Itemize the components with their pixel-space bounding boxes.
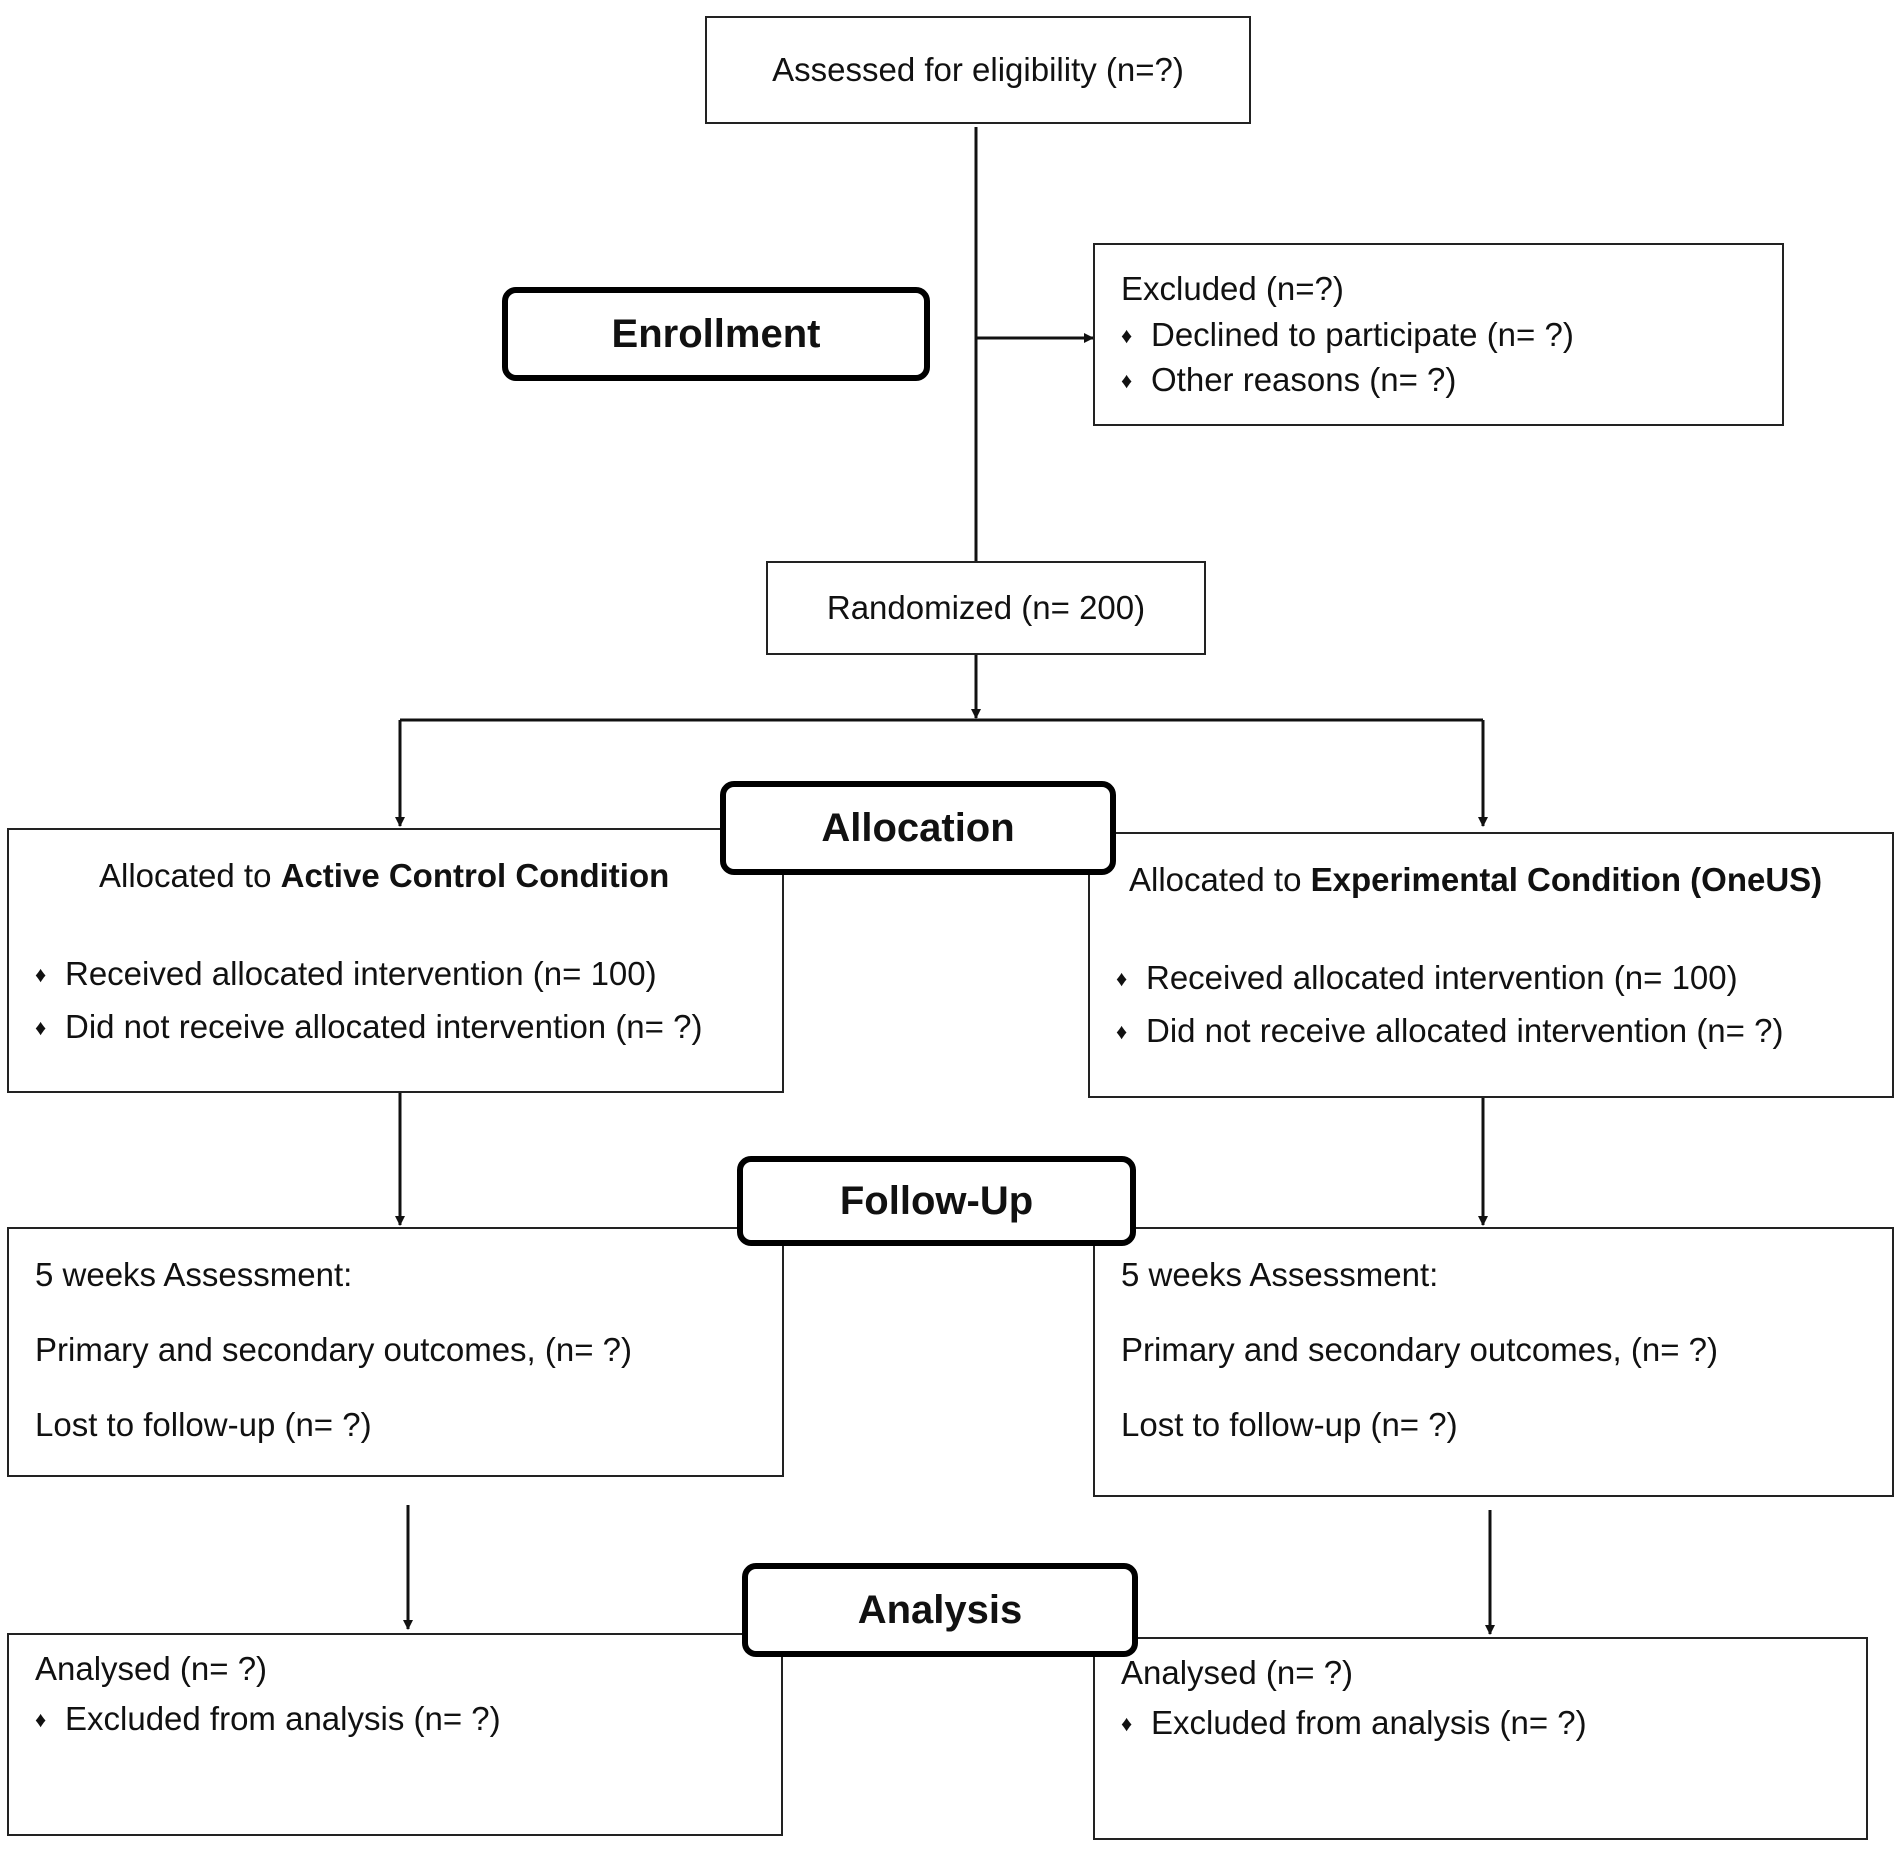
allocation-right-item: ♦Did not receive allocated intervention … (1116, 1011, 1783, 1052)
excluded-box: Excluded (n=?) ♦Declined to participate … (1093, 243, 1784, 426)
allocation-right-item: ♦Received allocated intervention (n= 100… (1116, 958, 1738, 999)
allocation-stage-label: Allocation (720, 781, 1116, 875)
bullet-icon: ♦ (35, 1707, 47, 1732)
assessed-text: Assessed for eligibility (n=?) (772, 51, 1184, 88)
followup-left-box: 5 weeks Assessment: Primary and secondar… (7, 1227, 784, 1477)
randomized-box: Randomized (n= 200) (766, 561, 1206, 655)
followup-left-lost: Lost to follow-up (n= ?) (35, 1406, 372, 1443)
allocation-right-box: Allocated to Experimental Condition (One… (1088, 832, 1894, 1098)
followup-left-outcomes: Primary and secondary outcomes, (n= ?) (35, 1331, 633, 1368)
enrollment-stage-text: Enrollment (611, 311, 821, 356)
analysis-stage-text: Analysis (857, 1587, 1023, 1632)
analysis-left-excluded: ♦Excluded from analysis (n= ?) (35, 1699, 501, 1740)
followup-left-heading: 5 weeks Assessment: (35, 1256, 353, 1293)
analysis-left-analysed: Analysed (n= ?) (35, 1650, 268, 1687)
excluded-item: ♦Other reasons (n= ?) (1121, 360, 1456, 401)
allocation-right-heading: Allocated to Experimental Condition (One… (1129, 861, 1823, 898)
bullet-icon: ♦ (35, 1015, 47, 1040)
bullet-icon: ♦ (35, 962, 47, 987)
bullet-icon: ♦ (1121, 368, 1133, 393)
allocation-stage-text: Allocation (821, 805, 1015, 850)
allocation-left-heading: Allocated to Active Control Condition (99, 857, 670, 894)
followup-stage-text: Follow-Up (839, 1178, 1034, 1223)
analysis-right-excluded: ♦Excluded from analysis (n= ?) (1121, 1703, 1587, 1744)
bullet-icon: ♦ (1121, 323, 1133, 348)
allocation-left-item: ♦Received allocated intervention (n= 100… (35, 954, 657, 995)
followup-right-box: 5 weeks Assessment: Primary and secondar… (1093, 1227, 1894, 1497)
randomized-text: Randomized (n= 200) (826, 589, 1146, 626)
followup-right-lost: Lost to follow-up (n= ?) (1121, 1406, 1458, 1443)
excluded-title: Excluded (n=?) (1121, 270, 1344, 307)
bullet-icon: ♦ (1121, 1711, 1133, 1736)
analysis-stage-label: Analysis (742, 1563, 1138, 1657)
allocation-left-item: ♦Did not receive allocated intervention … (35, 1007, 702, 1048)
followup-stage-label: Follow-Up (737, 1156, 1136, 1246)
excluded-item: ♦Declined to participate (n= ?) (1121, 315, 1574, 356)
allocation-right-condition: Experimental Condition (OneUS) (1310, 861, 1823, 898)
assessed-box: Assessed for eligibility (n=?) (705, 16, 1251, 124)
analysis-right-analysed: Analysed (n= ?) (1121, 1654, 1354, 1691)
bullet-icon: ♦ (1116, 966, 1128, 991)
analysis-left-box: Analysed (n= ?) ♦Excluded from analysis … (7, 1633, 783, 1836)
allocation-left-box: Allocated to Active Control Condition ♦R… (7, 828, 784, 1093)
followup-right-outcomes: Primary and secondary outcomes, (n= ?) (1121, 1331, 1719, 1368)
enrollment-stage-label: Enrollment (502, 287, 930, 381)
analysis-right-box: Analysed (n= ?) ♦Excluded from analysis … (1093, 1637, 1868, 1840)
followup-right-heading: 5 weeks Assessment: (1121, 1256, 1439, 1293)
bullet-icon: ♦ (1116, 1019, 1128, 1044)
allocation-left-condition: Active Control Condition (280, 857, 670, 894)
